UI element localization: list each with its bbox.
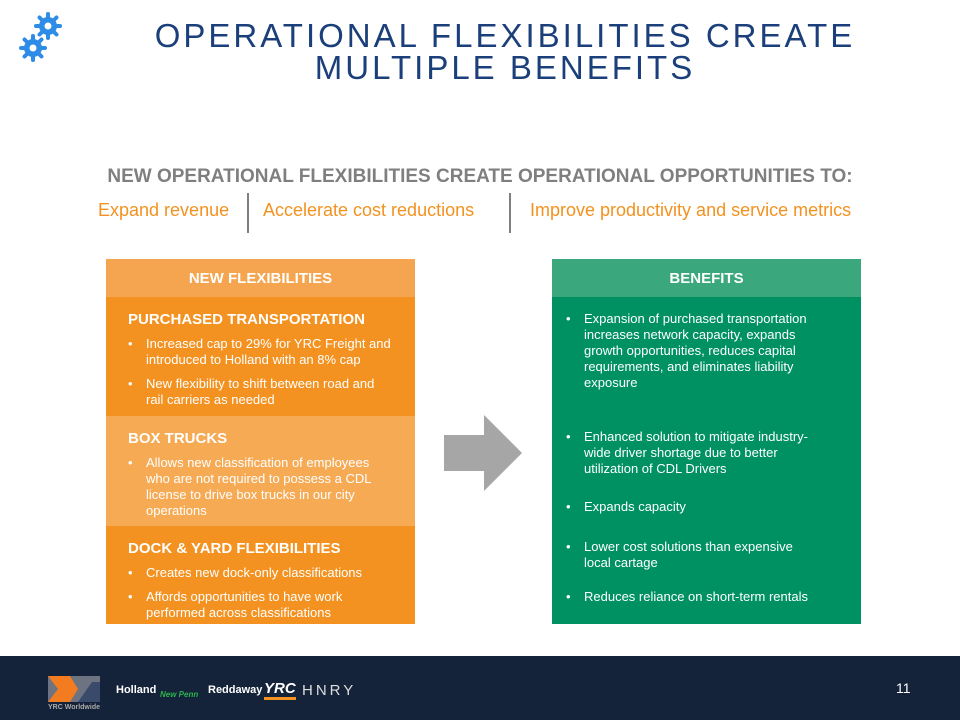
logo-holland: Holland (116, 684, 157, 696)
arrow-right-icon (444, 415, 522, 491)
logo-yrc: YRC (264, 680, 296, 700)
subtitle: NEW OPERATIONAL FLEXIBILITIES CREATE OPE… (107, 166, 853, 187)
logo-hnry: HNRY (302, 682, 357, 699)
section-title: PURCHASED TRANSPORTATION (128, 311, 365, 328)
page-title: OPERATIONAL FLEXIBILITIES CREATE MULTIPL… (154, 17, 856, 86)
opportunity-expand-revenue: Expand revenue (98, 200, 230, 220)
opportunity-cost-reductions: Accelerate cost reductions (263, 200, 475, 220)
bullet: Affords opportunities to have work perfo… (128, 589, 395, 621)
section-title: DOCK & YARD FLEXIBILITIES (128, 540, 341, 557)
section-box-trucks: BOX TRUCKS Allows new classification of … (106, 416, 415, 526)
section-dock-yard: DOCK & YARD FLEXIBILITIES Creates new do… (106, 526, 415, 624)
new-flexibilities-panel: NEW FLEXIBILITIES PURCHASED TRANSPORTATI… (106, 259, 415, 624)
benefit-item: Reduces reliance on short-term rentals (566, 589, 821, 605)
benefit-item: Enhanced solution to mitigate industry-w… (566, 429, 821, 477)
bullet: Creates new dock-only classifications (128, 565, 395, 581)
logo-reddaway: Reddaway (208, 684, 263, 696)
opportunity-productivity: Improve productivity and service metrics (530, 200, 852, 220)
divider (509, 193, 511, 233)
section-title: BOX TRUCKS (128, 430, 228, 447)
logo-yrc-worldwide: YRC Worldwide (48, 704, 100, 711)
yrc-worldwide-logo (48, 676, 100, 702)
page-number: 11 (896, 680, 911, 696)
bullet: New flexibility to shift between road an… (128, 376, 395, 408)
benefit-item: Expansion of purchased transportation in… (566, 311, 821, 391)
benefits-panel: BENEFITS Expansion of purchased transpor… (552, 259, 861, 624)
bullet: Allows new classification of employees w… (128, 455, 395, 519)
section-purchased-transportation: PURCHASED TRANSPORTATION Increased cap t… (106, 297, 415, 416)
divider (247, 193, 249, 233)
gears-icon (19, 12, 62, 62)
panel-header: BENEFITS (552, 259, 861, 297)
panel-header: NEW FLEXIBILITIES (106, 259, 415, 297)
footer: YRC Worldwide Holland New Penn Reddaway … (0, 656, 960, 720)
benefit-item: Expands capacity (566, 499, 821, 515)
bullet: Increased cap to 29% for YRC Freight and… (128, 336, 395, 368)
benefit-item: Lower cost solutions than expensive loca… (566, 539, 821, 571)
logo-new-penn: New Penn (160, 690, 199, 699)
